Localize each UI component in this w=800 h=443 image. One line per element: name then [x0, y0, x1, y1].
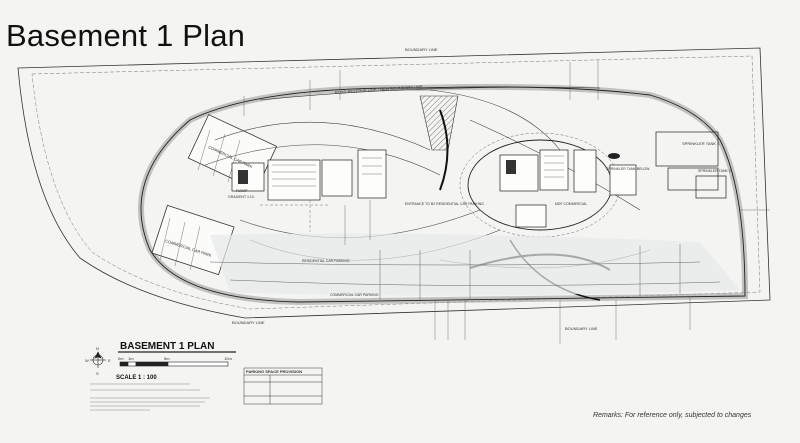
page-title: Basement 1 Plan	[6, 18, 246, 53]
site-boundary	[17, 47, 771, 319]
entrance-label: ENTRANCE TO B2 RESIDENTIAL CAR PARKING	[405, 202, 484, 206]
north-letter-n: N	[96, 346, 99, 351]
scale-bar	[119, 361, 229, 367]
north-letter-s: S	[96, 371, 99, 376]
scale-text: SCALE 1 : 100	[116, 375, 157, 381]
boundary-label-bottom-right: BOUNDARY LINE	[565, 326, 598, 331]
boundary-label-bottom-left: BOUNDARY LINE	[232, 320, 265, 325]
north-letter-e: E	[108, 358, 111, 363]
right-core-dark-block	[506, 160, 516, 174]
ramp-label: RAMP	[236, 188, 248, 193]
scale-tick-10: 10m	[224, 356, 232, 361]
north-arrow	[90, 351, 106, 368]
left-core-dark-block	[238, 170, 248, 184]
remarks-text: Remarks: For reference only, subjected t…	[593, 412, 752, 419]
boundary-label-top: BOUNDARY LINE	[405, 47, 438, 52]
notes-block	[90, 383, 210, 411]
ramp-gradient-label: GRADIENT 1:10	[228, 195, 254, 199]
commercial-parking-label: COMMERCIAL CAR PARKING	[330, 293, 379, 297]
legend-heading: BASEMENT 1 PLAN	[120, 341, 215, 352]
parking-table-title: PARKING SPACE PROVISION	[246, 369, 302, 374]
central-divider-curve	[439, 109, 449, 191]
sprinkler-tank-2-label: SPRINKLER TANK 2	[698, 169, 731, 173]
scale-tick-1: 1m	[128, 356, 134, 361]
residential-parking-label: RESIDENTIAL CAR PARKING	[302, 259, 350, 263]
sprinkler-tanks	[655, 131, 727, 199]
stair-dot	[608, 153, 620, 159]
sprinkler-below-label: SPRINKLER TANK BELOW	[606, 167, 650, 171]
basement-outer-wall-line	[140, 86, 746, 303]
road-reserve-line	[259, 86, 601, 101]
central-hatched-wedge	[419, 95, 459, 151]
road-reserve-label: ROAD RESERVE LINE / NEW BOUNDARY LINE	[335, 84, 423, 95]
parking-table	[243, 367, 323, 405]
sprinkler-tank-1-label: SPRINKLER TANK 1	[682, 141, 720, 146]
mdf-label: MDF COMMERCIAL	[555, 202, 587, 206]
scale-tick-0: 0m	[118, 356, 124, 361]
north-letter-w: W	[85, 358, 89, 363]
right-core	[499, 149, 637, 228]
lower-driveway	[210, 233, 740, 296]
scale-tick-5: 5m	[164, 356, 170, 361]
inner-site-line	[31, 55, 761, 310]
